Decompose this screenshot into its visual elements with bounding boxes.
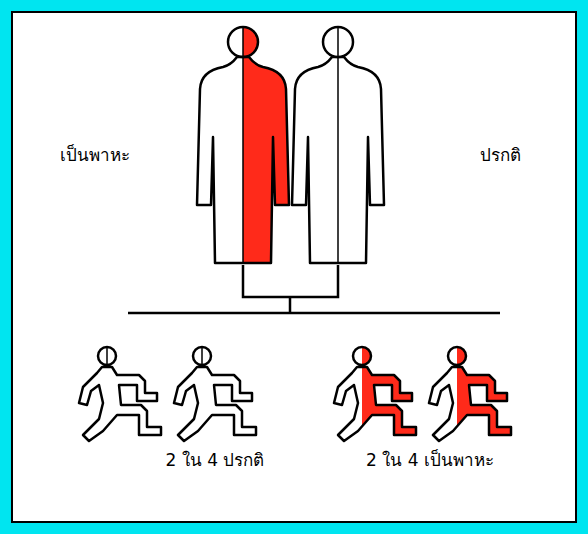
ratio-label: 2 ใน 4 ปรกติ bbox=[166, 450, 265, 470]
carrier-child bbox=[334, 347, 416, 441]
family-bracket bbox=[128, 265, 500, 313]
parent-status-label: ปรกติ bbox=[480, 145, 521, 165]
carrier-child bbox=[429, 347, 511, 441]
parent-status-label: เป็นพาหะ bbox=[60, 145, 130, 165]
normal-child bbox=[174, 347, 256, 441]
normal-child bbox=[79, 347, 161, 441]
normal-parent bbox=[292, 27, 384, 263]
ratio-label: 2 ใน 4 เป็นพาหะ bbox=[366, 450, 494, 470]
carrier-parent bbox=[197, 27, 289, 263]
